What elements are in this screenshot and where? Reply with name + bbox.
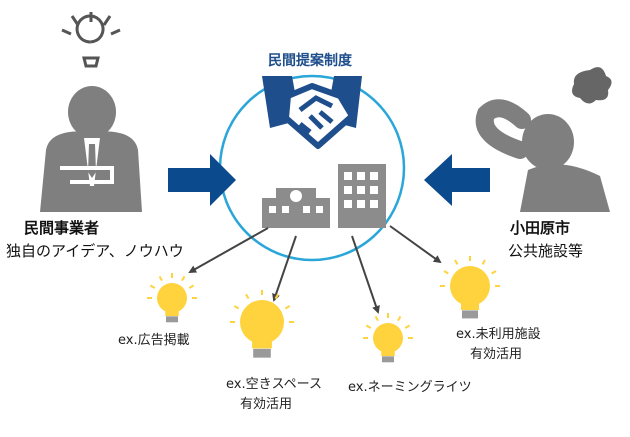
idea-bulb-icon-3 [363, 313, 413, 363]
connector-arrow-3 [351, 235, 380, 314]
buildings-icon [262, 164, 386, 228]
example-label-2-line1: ex.空きスペース [226, 377, 323, 392]
lightbulb-idea-icon [61, 12, 121, 68]
handshake-icon [262, 76, 362, 149]
worried-person-icon [475, 67, 612, 212]
page-title: 民間提案制度 [268, 53, 352, 69]
connector-arrow-4 [389, 225, 442, 264]
example-label-3: ex.ネーミングライツ [348, 380, 472, 395]
example-label-2-line2: 有効活用 [240, 397, 293, 412]
connector-arrow-2 [272, 235, 297, 302]
idea-bulb-icon-2 [230, 290, 294, 358]
right-party-desc: 公共施設等 [508, 242, 584, 260]
example-label-1: ex.広告掲載 [118, 333, 190, 348]
arrow-left-to-center [168, 154, 236, 206]
arrow-right-to-center [424, 154, 490, 206]
right-party-name: 小田原市 [510, 219, 571, 237]
businessman-icon [40, 86, 142, 212]
left-party-name: 民間事業者 [24, 219, 100, 237]
idea-bulb-icon-4 [440, 256, 500, 319]
example-label-4-line2: 有効活用 [470, 347, 523, 362]
left-party-desc: 独自のアイデア、ノウハウ [6, 242, 184, 260]
example-label-4-line1: ex.未利用施設 [456, 327, 541, 342]
idea-bulb-icon-1 [147, 273, 197, 323]
connector-arrow-1 [188, 227, 269, 273]
